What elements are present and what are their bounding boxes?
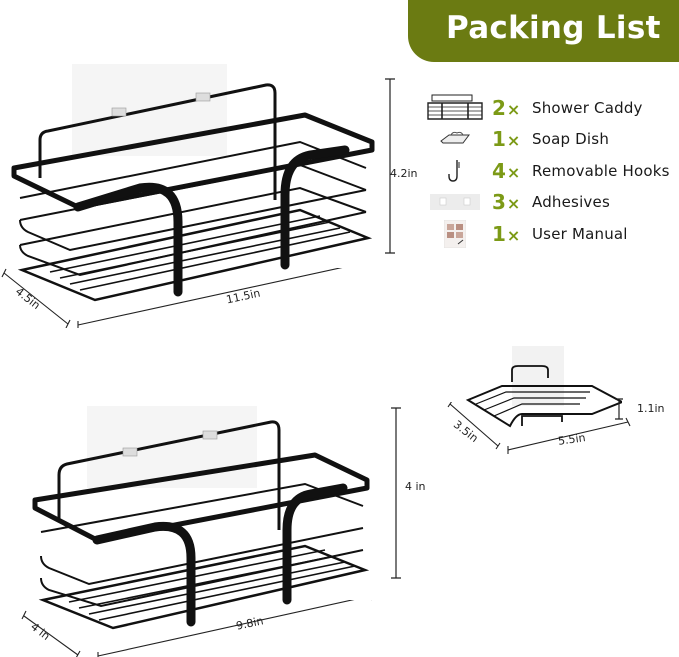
pack-qty: 1× [492,222,521,246]
pack-item-hooks: 4× Removable Hooks [418,155,670,187]
pack-qty: 3× [492,190,521,214]
pack-qty: 2× [492,96,521,120]
pack-label: Removable Hooks [532,162,670,180]
banner-title: Packing List [446,10,661,46]
pack-item-adhesives: 3× Adhesives [418,186,610,218]
hook-icon [418,156,492,186]
soap-dish-height-line [614,398,624,420]
pack-qty: 4× [492,159,521,183]
pack-label: Adhesives [532,193,610,211]
small-caddy-height: 4 in [405,480,426,493]
pack-label: Shower Caddy [532,99,643,117]
manual-icon [418,219,492,249]
pack-item-user-manual: 1× User Manual [418,218,628,250]
shower-caddy-icon [418,93,492,123]
soap-dish-base-dims [446,402,636,457]
large-caddy-base-dims [0,268,380,328]
pack-item-soap-dish: 1× Soap Dish [418,123,609,155]
packing-list-banner: Packing List [408,0,679,62]
adhesive-icon [418,187,492,217]
small-caddy-illustration [25,400,385,635]
pack-qty: 1× [492,127,521,151]
small-caddy-height-line [390,407,402,579]
soap-dish-height: 1.1in [637,402,665,415]
small-caddy-base-dims [20,600,380,657]
soap-dish-illustration [462,342,622,437]
large-caddy-height: 4.2in [390,167,418,180]
soap-dish-icon [418,124,492,154]
pack-label: Soap Dish [532,130,610,148]
large-caddy-height-line [384,78,396,254]
large-caddy-illustration [0,60,380,335]
pack-label: User Manual [532,225,628,243]
pack-item-shower-caddy: 2× Shower Caddy [418,92,643,124]
